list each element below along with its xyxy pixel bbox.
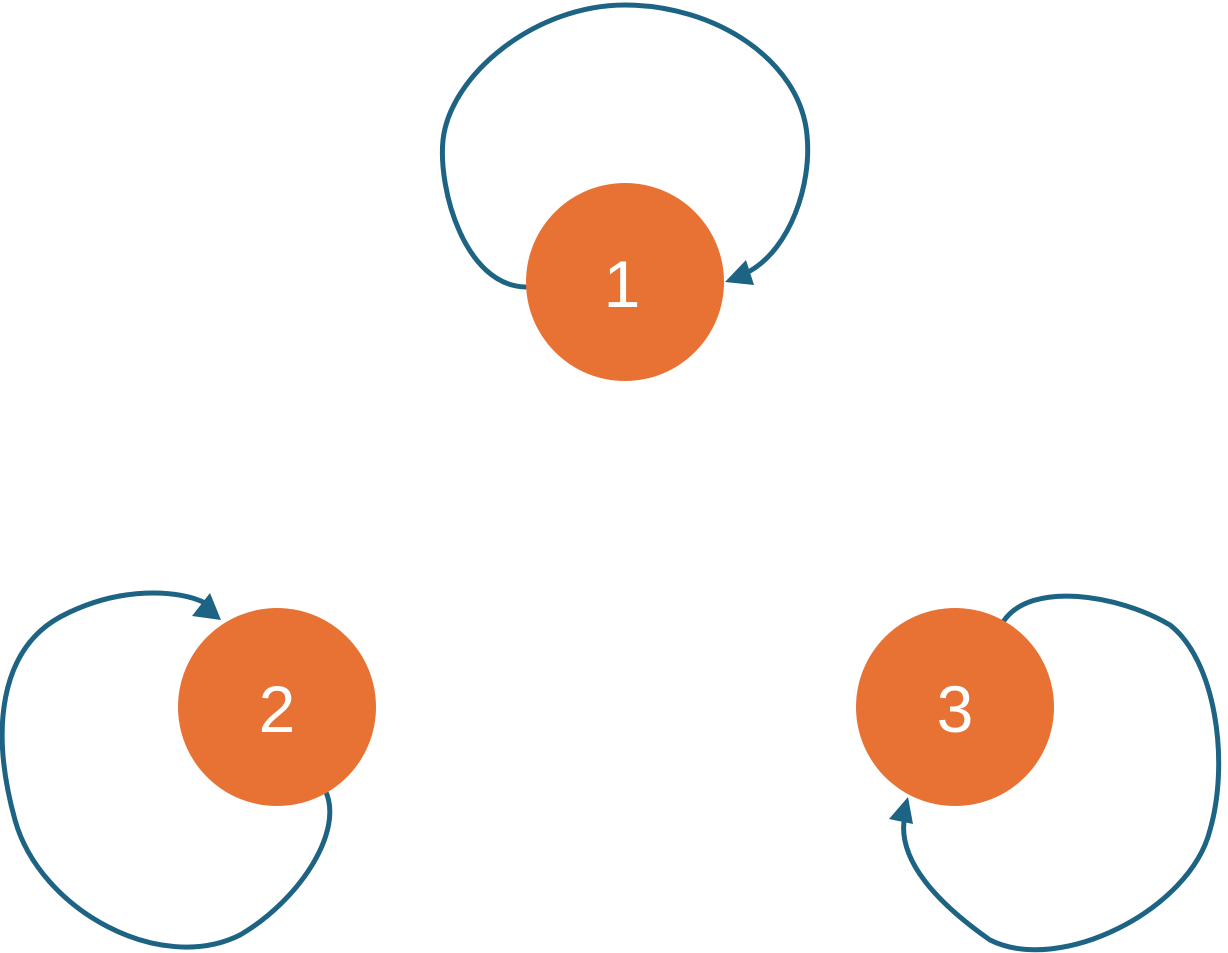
node-2[interactable]: 2 xyxy=(178,608,376,806)
node-1-label: 1 xyxy=(604,247,641,321)
node-3-label: 3 xyxy=(937,672,974,746)
edge-self-loop-3-arrowhead xyxy=(889,797,913,824)
edge-self-loop-1 xyxy=(439,2,811,290)
node-1[interactable]: 1 xyxy=(526,183,724,381)
edge-self-loop-2-line xyxy=(0,590,333,950)
node-3[interactable]: 3 xyxy=(856,608,1054,806)
edge-self-loop-1-line xyxy=(439,2,811,290)
node-2-circle xyxy=(178,608,376,806)
edge-self-loop-3-line xyxy=(901,593,1222,953)
node-2-label: 2 xyxy=(259,672,296,746)
edge-self-loop-3 xyxy=(889,593,1222,953)
edge-self-loop-2-arrowhead xyxy=(192,593,221,620)
node-1-circle xyxy=(526,183,724,381)
node-3-circle xyxy=(856,608,1054,806)
edge-self-loop-2 xyxy=(0,590,333,950)
edge-self-loop-1-arrowhead xyxy=(725,260,754,285)
